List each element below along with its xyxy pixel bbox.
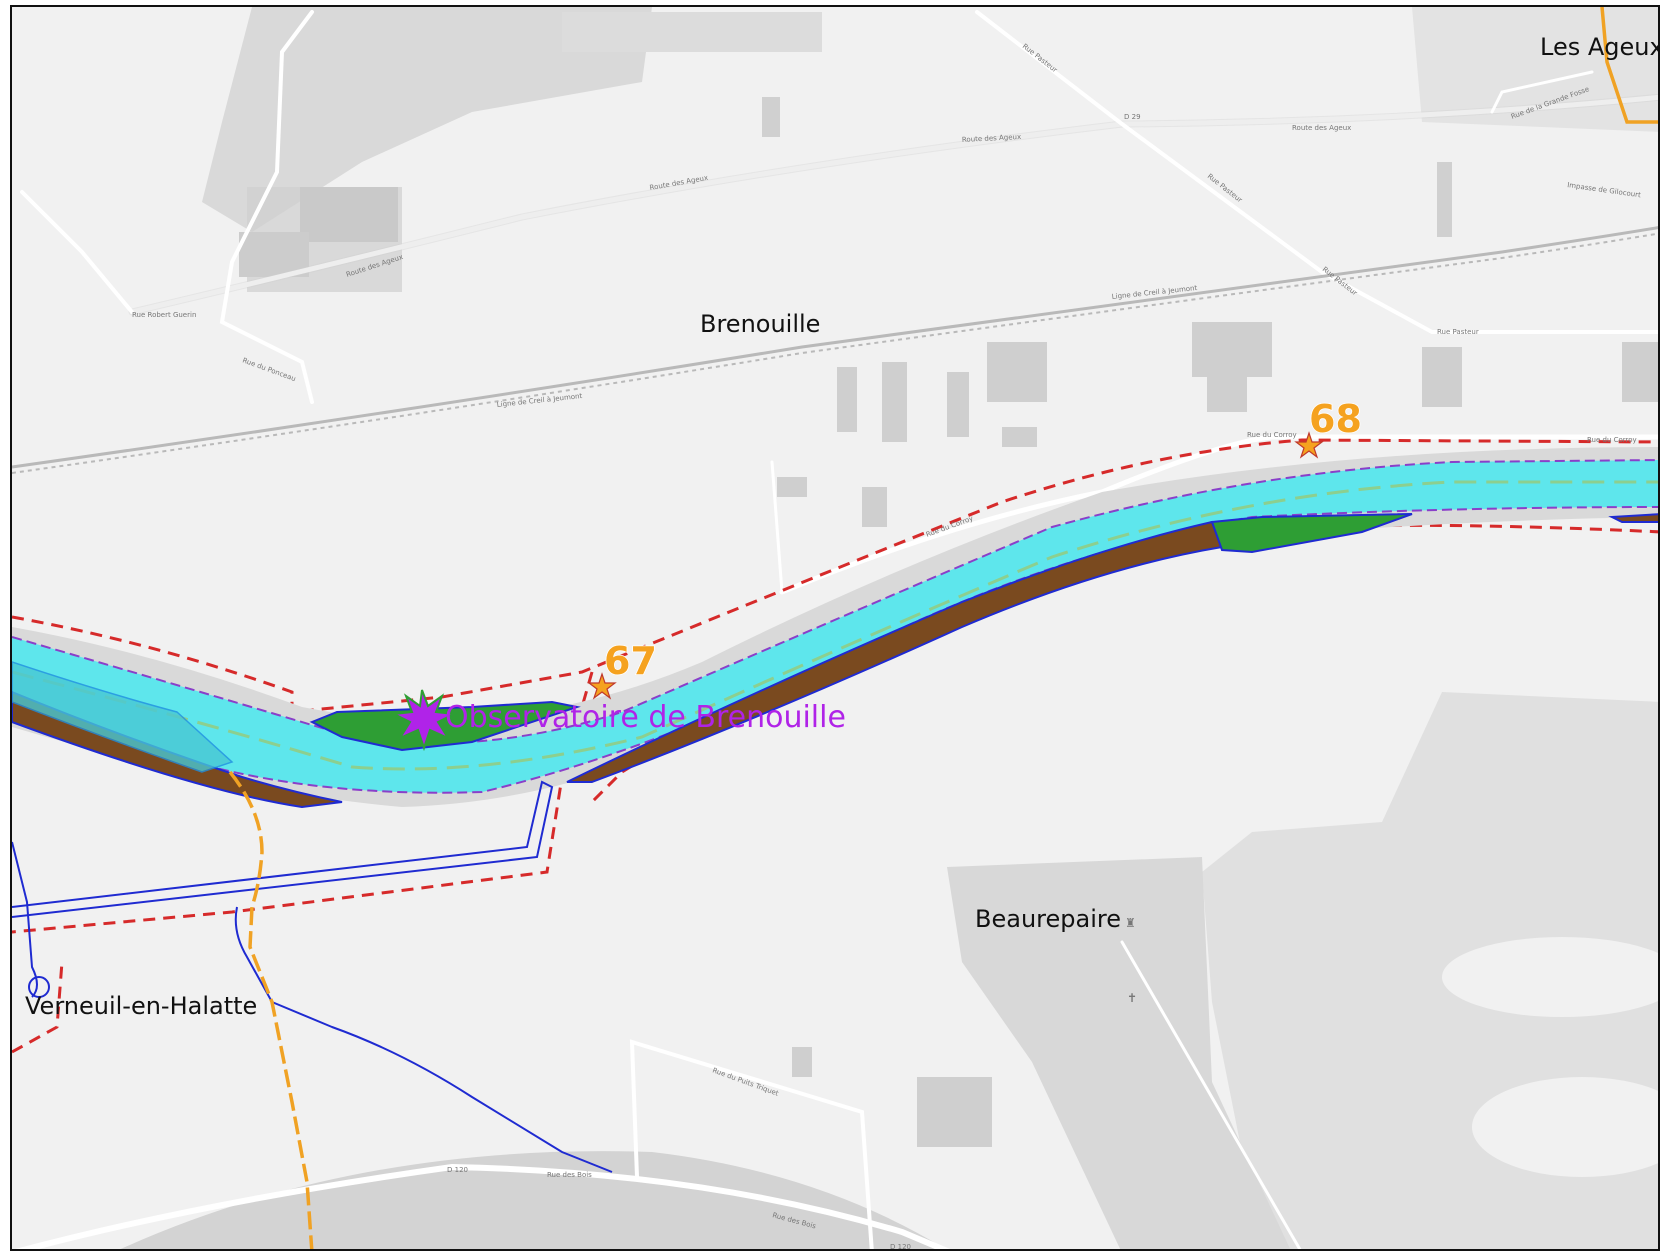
street-label-route-des-ageux-3: Route des Ageux <box>962 133 1022 144</box>
map-canvas[interactable]: Route des Ageux Route des Ageux Route de… <box>12 7 1660 1251</box>
street-label-rue-pasteur-4: Rue Pasteur <box>1437 328 1479 336</box>
street-label-rue-du-corroy-3: Rue du Corroy <box>1587 436 1637 444</box>
trail-north <box>1600 7 1658 124</box>
river <box>12 460 1658 793</box>
street-label-d29: D 29 <box>1124 113 1141 121</box>
meadow-patches <box>309 513 1413 752</box>
street-label-rue-robert-guerin: Rue Robert Guerin <box>132 311 196 319</box>
street-label-rue-des-bois: Rue des Bois <box>547 1171 592 1179</box>
landuse-areas <box>120 7 1658 1249</box>
star-icon <box>587 672 617 700</box>
street-label-route-des-ageux-4: Route des Ageux <box>1292 124 1351 132</box>
street-label-d120-2: D 120 <box>890 1243 911 1251</box>
place-label-verneuil: Verneuil-en-Halatte <box>25 992 257 1020</box>
street-label-d120: D 120 <box>447 1166 468 1174</box>
river-shallow <box>12 661 234 773</box>
road-network <box>15 10 1658 1249</box>
river-centerline <box>12 480 1658 771</box>
drainage-outlines <box>12 780 613 1173</box>
marker-67-label: 67 <box>604 639 657 683</box>
observatory-poi[interactable]: Observatoire de Brenouille <box>390 689 846 752</box>
place-label-brenouille: Brenouille <box>700 310 820 338</box>
church-icon: ✝ <box>1127 991 1137 1005</box>
castle-icon: ♜ <box>1125 916 1136 930</box>
street-label-rue-du-corroy: Rue du Corroy <box>1247 431 1297 439</box>
marker-68-label: 68 <box>1309 397 1362 441</box>
hiking-trail <box>228 770 314 1249</box>
place-labels: Brenouille Les Ageux Beaurepaire Verneui… <box>25 33 1660 1020</box>
map-frame[interactable]: Route des Ageux Route des Ageux Route de… <box>10 5 1660 1251</box>
place-label-beaurepaire: Beaurepaire <box>975 905 1121 933</box>
site-boundary <box>12 438 1658 1054</box>
star-icon <box>1294 431 1324 459</box>
observatory-label: Observatoire de Brenouille <box>445 700 846 735</box>
river-edge-upper <box>12 459 1658 745</box>
marker-67[interactable]: 67 <box>587 638 658 700</box>
place-label-les-ageux: Les Ageux <box>1540 33 1660 61</box>
burst-star-icon <box>390 689 458 752</box>
railway-line <box>12 226 1658 474</box>
marker-68[interactable]: 68 <box>1294 396 1363 459</box>
